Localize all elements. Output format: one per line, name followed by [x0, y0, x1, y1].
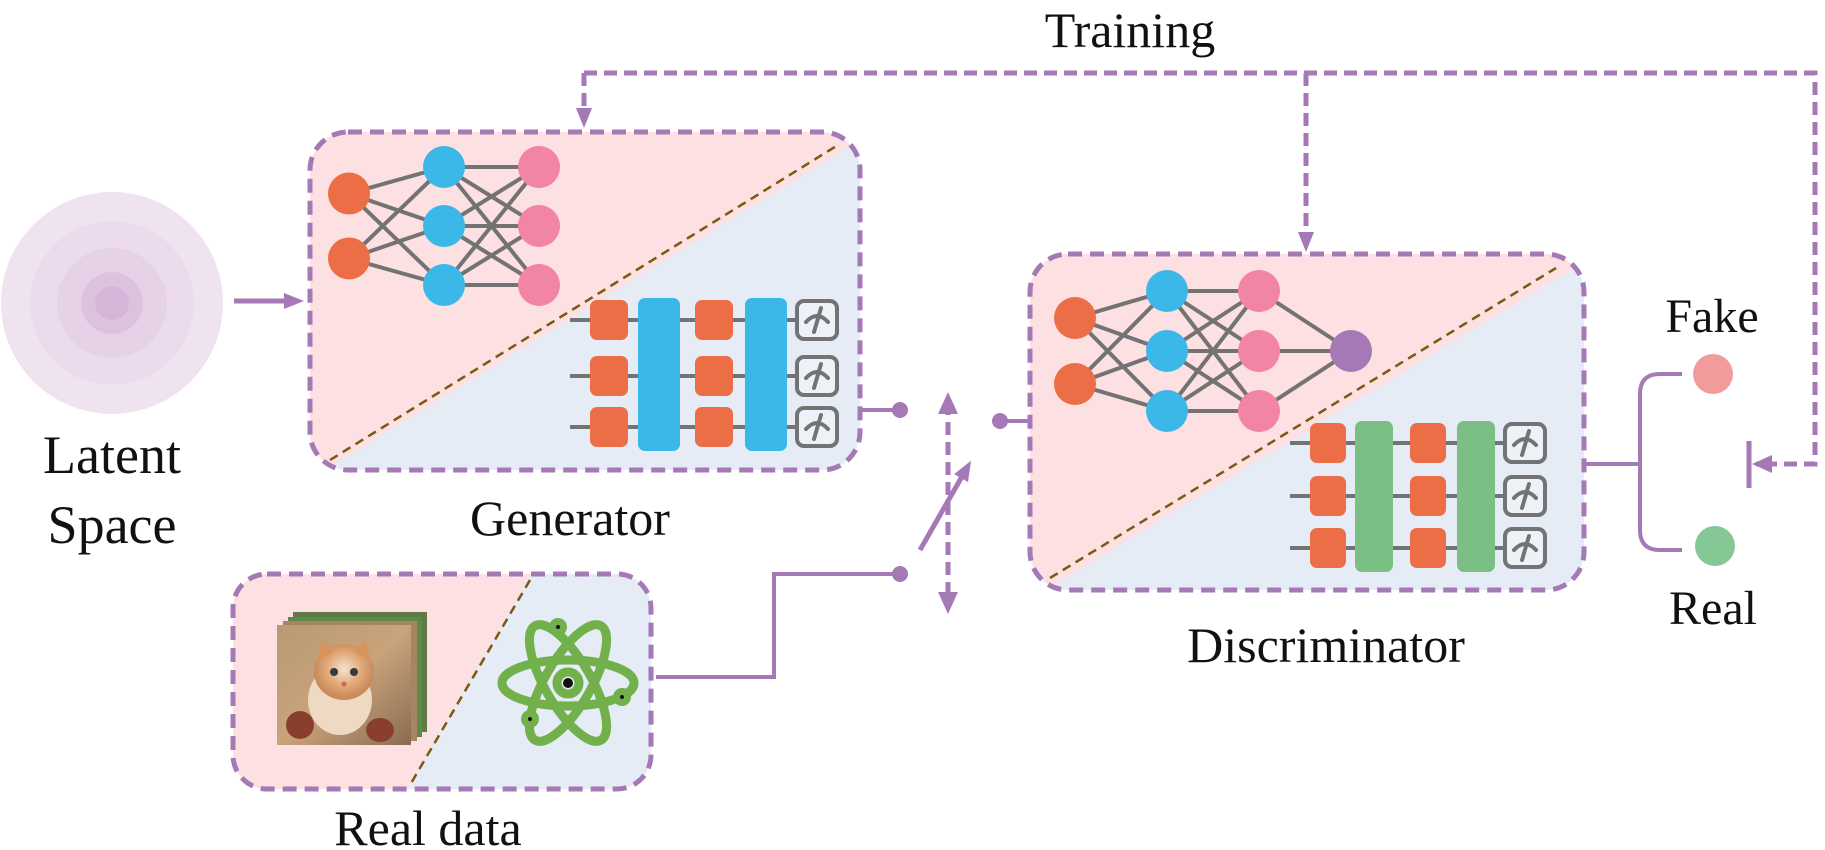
nn-node — [1146, 330, 1188, 372]
feedback-arrowhead — [1752, 455, 1772, 473]
qc-rotation-gate — [695, 407, 733, 447]
nn-node — [423, 146, 465, 188]
generator-output-terminal — [892, 402, 908, 418]
nn-edge — [347, 192, 446, 287]
real-data-output-wire — [656, 572, 900, 679]
measurement-icon — [1503, 475, 1547, 517]
nn-edge — [442, 165, 541, 287]
atom-icon — [497, 618, 639, 746]
qc-rotation-gate — [590, 407, 628, 447]
cat-image-stack-icon — [277, 612, 427, 745]
real-data-output-terminal — [892, 566, 908, 582]
real-data-label: Real data — [334, 800, 521, 850]
discriminator-box — [1027, 251, 1587, 593]
qc-rotation-gate — [590, 300, 628, 340]
latent-label-line1: Latent — [43, 425, 181, 485]
nn-node — [518, 264, 560, 306]
discriminator-quantum-circuit-icon — [1290, 421, 1547, 572]
qc-rotation-gate — [1410, 423, 1446, 463]
nn-node — [1054, 363, 1096, 405]
measurement-icon — [795, 299, 839, 341]
training-label: Training — [1045, 2, 1215, 58]
measurement-icon — [1503, 527, 1547, 569]
nn-node — [328, 237, 370, 280]
nn-node — [423, 205, 465, 247]
real-output-dot — [1695, 526, 1735, 566]
training-line-top — [584, 70, 1818, 467]
latent-space-icon — [1, 192, 223, 414]
nn-node — [1330, 330, 1372, 372]
nn-node — [1146, 390, 1188, 432]
qc-entangling-layer — [1355, 421, 1393, 572]
nn-edge — [1073, 316, 1169, 413]
discriminator-neural-network-icon — [1054, 270, 1372, 432]
qc-rotation-gate — [1310, 528, 1346, 568]
discriminator-label: Discriminator — [1187, 617, 1465, 673]
training-loop — [576, 70, 1818, 467]
qc-entangling-layer — [1457, 421, 1495, 572]
real-data-divider — [408, 579, 532, 786]
qc-rotation-gate — [695, 300, 733, 340]
nn-edge — [1165, 289, 1261, 413]
real-label: Real — [1669, 582, 1757, 635]
qc-rotation-gate — [1410, 528, 1446, 568]
nn-edge — [347, 165, 446, 260]
fake-output-dot — [1693, 354, 1733, 394]
qc-rotation-gate — [695, 356, 733, 396]
nn-node — [423, 264, 465, 306]
nn-node — [1054, 297, 1096, 339]
latent-label-line2: Space — [48, 495, 177, 555]
qc-rotation-gate — [1410, 476, 1446, 516]
discriminator-divider — [1049, 266, 1557, 580]
fake-label: Fake — [1665, 290, 1758, 343]
generator-quantum-circuit-icon — [570, 298, 839, 451]
nn-node — [1146, 270, 1188, 312]
switch-icon — [917, 392, 971, 614]
qc-entangling-layer — [745, 298, 787, 451]
qc-rotation-gate — [590, 356, 628, 396]
output-bracket — [1584, 372, 1682, 552]
nn-node — [518, 205, 560, 247]
measurement-icon — [795, 406, 839, 448]
generator-label: Generator — [470, 490, 670, 546]
nn-node — [328, 172, 370, 215]
qc-rotation-gate — [1310, 423, 1346, 463]
nn-node — [518, 146, 560, 188]
nn-edge — [1073, 289, 1169, 386]
measurement-icon — [1503, 422, 1547, 464]
generator-neural-network-icon — [328, 146, 560, 306]
qc-rotation-gate — [1310, 476, 1346, 516]
nn-node — [1238, 270, 1280, 312]
nn-node — [1238, 390, 1280, 432]
measurement-icon — [795, 355, 839, 397]
nn-node — [1238, 330, 1280, 372]
generator-divider — [329, 143, 839, 462]
qc-entangling-layer — [638, 298, 680, 451]
